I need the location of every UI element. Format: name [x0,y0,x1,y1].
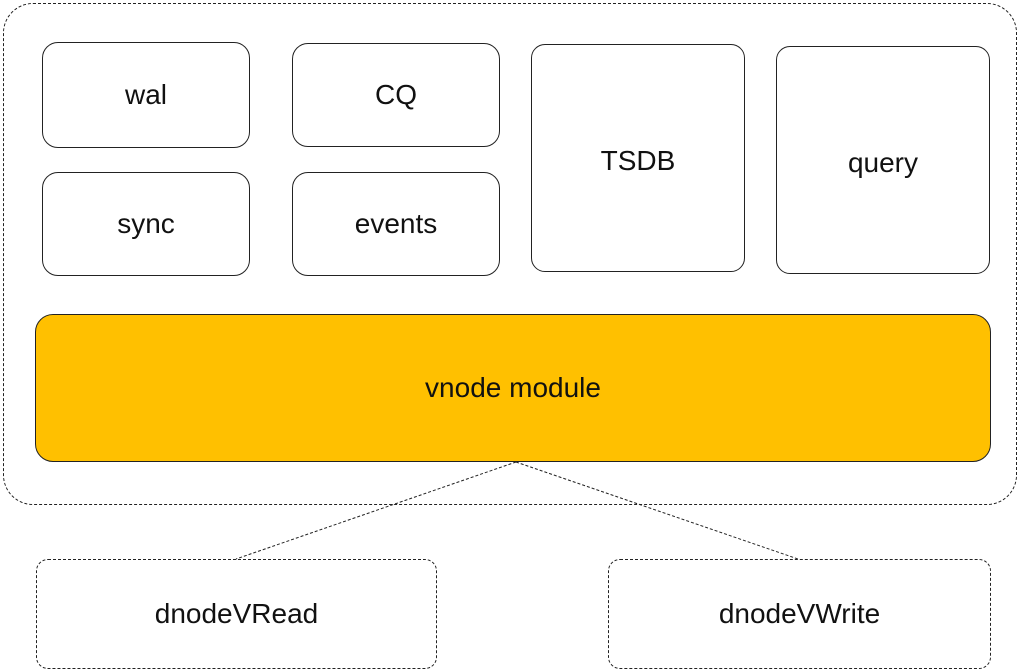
module-query-label: query [847,147,919,178]
dnode-vwrite: dnodeVWrite [608,559,991,669]
dnode-vread-label: dnodeVRead [154,598,319,629]
vnode-module-label: vnode module [425,372,601,403]
module-wal: wal [42,42,250,148]
module-tsdb: TSDB [531,44,745,272]
module-wal-label: wal [124,79,167,110]
module-sync: sync [42,172,250,276]
dnode-vread: dnodeVRead [36,559,437,669]
dnode-vwrite-label: dnodeVWrite [718,598,881,629]
module-tsdb-label: TSDB [600,145,676,176]
module-events-label: events [354,208,438,239]
module-cq: CQ [292,43,500,147]
module-events: events [292,172,500,276]
vnode-module: vnode module [35,314,991,462]
module-sync-label: sync [117,208,175,239]
module-cq-label: CQ [375,79,417,110]
module-query: query [776,46,990,274]
